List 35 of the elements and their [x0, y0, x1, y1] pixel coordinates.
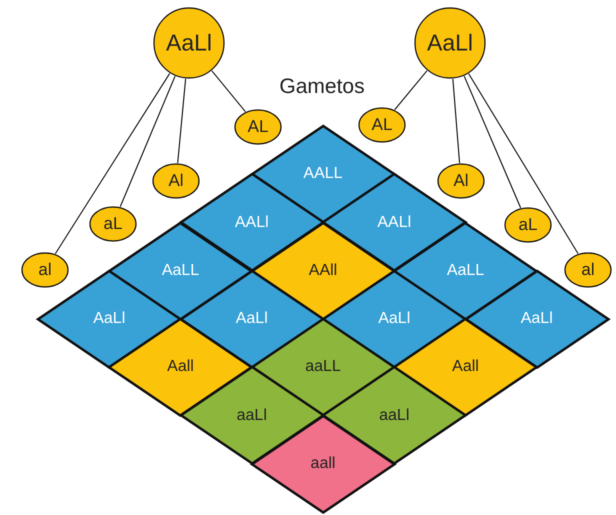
- gamete-label: Al: [453, 171, 469, 191]
- connector-line: [211, 70, 246, 112]
- genotype-label: Aall: [452, 358, 479, 376]
- connector-line: [120, 76, 176, 208]
- connector-line: [177, 78, 186, 164]
- connector-line: [452, 78, 460, 164]
- genotype-label: aall: [310, 454, 336, 473]
- genotype-label: AaLL: [162, 262, 200, 280]
- genotype-label: AaLL: [446, 262, 484, 280]
- genotype-label: AaLl: [378, 310, 410, 328]
- genotype-label: AALl: [377, 214, 412, 232]
- genotype-label: aaLl: [379, 406, 410, 424]
- connector-line: [394, 70, 428, 110]
- gamete-label: aL: [518, 215, 538, 235]
- genotype-label: AaLl: [520, 310, 553, 328]
- heading: Gametos: [279, 75, 365, 99]
- genotype-label: AALl: [234, 214, 269, 232]
- connector-line: [468, 73, 579, 254]
- genotype-label: AaLl: [93, 310, 126, 328]
- genotype-label: AAll: [308, 262, 338, 280]
- connector-line: [54, 73, 170, 254]
- genotype-label: AALL: [303, 165, 343, 184]
- gamete-label: AL: [248, 117, 268, 137]
- gamete-label: aL: [104, 214, 122, 234]
- genotype-label: Aall: [167, 358, 194, 376]
- connector-line: [464, 76, 522, 208]
- parent-genotype: AaLl: [426, 30, 474, 56]
- genotype-label: aaLL: [305, 358, 341, 376]
- genotype-label: AaLl: [236, 310, 268, 328]
- genotype-label: aaLl: [236, 406, 267, 424]
- gamete-label: AL: [372, 115, 392, 135]
- parent-genotype: AaLl: [166, 30, 212, 56]
- gamete-label: al: [38, 260, 52, 280]
- gamete-label: Al: [168, 171, 184, 191]
- gamete-label: al: [581, 260, 595, 280]
